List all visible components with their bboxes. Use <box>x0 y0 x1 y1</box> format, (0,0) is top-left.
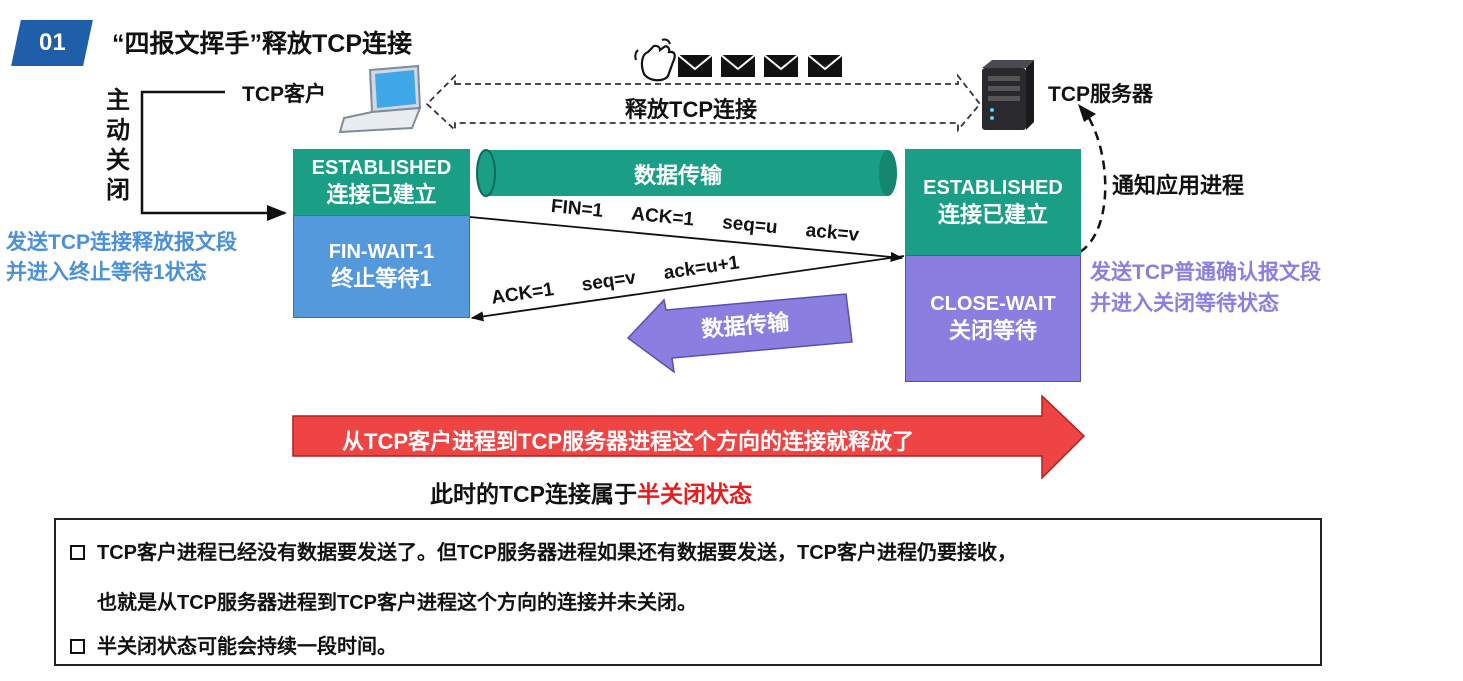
state-name-cn: 连接已建立 <box>937 201 1048 227</box>
client-label: TCP客户 <box>242 83 326 106</box>
note-item-1: TCP客户进程已经没有数据要发送了。但TCP服务器进程如果还有数据要发送，TCP… <box>70 536 1017 565</box>
summary-red-arrow <box>292 394 1086 480</box>
state-name-cn: 连接已建立 <box>326 181 437 207</box>
half-closed-prefix: 此时的TCP连接属于 <box>430 481 637 507</box>
laptop-icon <box>338 64 422 134</box>
ack-segment-arrow <box>470 255 905 322</box>
data-transfer-label: 数据传输 <box>634 163 723 188</box>
note-text: 也就是从TCP服务器进程到TCP客户进程这个方向的连接并未关闭。 <box>97 592 697 614</box>
half-closed-highlight: 半关闭状态 <box>637 481 752 507</box>
wave-hand-icon <box>634 38 676 82</box>
state-name-cn: 关闭等待 <box>948 318 1037 344</box>
state-name-en: CLOSE-WAIT <box>930 293 1056 316</box>
envelope-icons <box>677 54 843 77</box>
fin-seq: seq=u <box>721 212 779 239</box>
active-close-bracket <box>140 90 287 221</box>
notify-app-label: 通知应用进程 <box>1112 173 1245 198</box>
notify-dashed-arrow <box>1079 109 1107 254</box>
client-state-fin-wait-1: FIN-WAIT-1 终止等待1 <box>293 215 470 318</box>
half-closed-line: 此时的TCP连接属于半关闭状态 <box>430 475 752 509</box>
reverse-data-arrow <box>626 293 853 374</box>
checkbox-square-icon <box>70 545 85 560</box>
slide-title: “四报文挥手”释放TCP连接 <box>112 30 413 58</box>
state-name-en: ESTABLISHED <box>923 176 1063 199</box>
client-action-line2: 并进入终止等待1状态 <box>6 261 207 284</box>
envelope-icon <box>763 54 799 77</box>
server-state-established: ESTABLISHED 连接已建立 <box>905 149 1081 255</box>
checkbox-square-icon <box>70 639 85 654</box>
note-text: TCP客户进程已经没有数据要发送了。但TCP服务器进程如果还有数据要发送，TCP… <box>97 542 1017 564</box>
notes-box: TCP客户进程已经没有数据要发送了。但TCP服务器进程如果还有数据要发送，TCP… <box>54 518 1322 666</box>
envelope-icon <box>677 54 713 77</box>
server-label: TCP服务器 <box>1048 83 1153 106</box>
state-name-en: ESTABLISHED <box>311 156 452 179</box>
envelope-icon <box>807 54 843 77</box>
server-action-line2: 并进入关闭等待状态 <box>1090 292 1279 315</box>
note-item-1-continued: 也就是从TCP服务器进程到TCP客户进程这个方向的连接并未关闭。 <box>70 586 697 615</box>
client-state-established: ESTABLISHED 连接已建立 <box>293 149 470 215</box>
active-close-label: 主动关闭 <box>106 87 130 204</box>
note-text: 半关闭状态可能会持续一段时间。 <box>97 636 397 658</box>
note-item-2: 半关闭状态可能会持续一段时间。 <box>70 630 397 659</box>
summary-arrow-text: 从TCP客户进程到TCP服务器进程这个方向的连接就释放了 <box>342 429 915 454</box>
state-name-en: FIN-WAIT-1 <box>328 241 435 264</box>
fin-ack-number: ack=v <box>804 220 860 247</box>
server-action-line1: 发送TCP普通确认报文段 <box>1090 261 1321 284</box>
state-name-cn: 终止等待1 <box>331 266 432 292</box>
fin-ack-flag: ACK=1 <box>630 203 695 231</box>
server-state-close-wait: CLOSE-WAIT 关闭等待 <box>905 255 1081 382</box>
client-action-line1: 发送TCP连接释放报文段 <box>6 231 237 254</box>
envelope-icon <box>720 54 756 77</box>
server-icon <box>982 60 1034 130</box>
fin-segment-arrow <box>469 216 904 262</box>
release-connection-label: 释放TCP连接 <box>625 97 758 122</box>
fin-flag: FIN=1 <box>550 196 605 222</box>
data-transfer-pipe <box>476 149 897 197</box>
